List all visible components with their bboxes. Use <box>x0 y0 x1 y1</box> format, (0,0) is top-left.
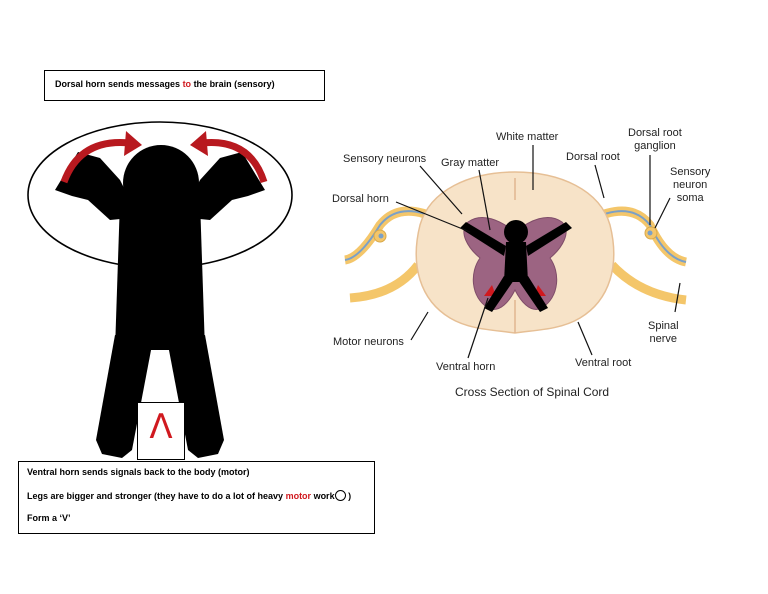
right-arm <box>188 152 265 220</box>
label-spinal-nerve: Spinal nerve <box>648 320 679 345</box>
label-sensory-neurons: Sensory neurons <box>343 153 427 165</box>
right-curved-arrow <box>201 138 268 184</box>
left-leg <box>96 335 152 458</box>
label-dorsal-root: Dorsal root <box>566 151 620 163</box>
ventral-note-line2: Legs are bigger and stronger (they have … <box>27 490 352 501</box>
ventral-note-line3: Form a ‘V’ <box>27 513 71 523</box>
label-dorsal-horn: Dorsal horn <box>332 193 389 205</box>
left-curved-arrow <box>60 138 131 184</box>
label-white-matter: White matter <box>496 131 559 143</box>
right-arrowhead <box>190 131 208 156</box>
left-arrowhead <box>124 131 142 156</box>
label-motor-neurons: Motor neurons <box>333 336 404 348</box>
v-symbol-box: Λ <box>137 402 185 460</box>
motor-highlight: motor <box>285 491 312 501</box>
label-dorsal-root-ganglion: Dorsal root ganglion <box>628 127 682 152</box>
overlay-stick-figure <box>460 220 572 312</box>
v-symbol: Λ <box>149 407 173 447</box>
label-ventral-horn: Ventral horn <box>436 361 496 373</box>
note-text: Dorsal horn sends messages <box>55 79 183 89</box>
label-sensory-neuron-soma: Sensory neuron soma <box>670 166 711 204</box>
ventral-horn-note: Ventral horn sends signals back to the b… <box>18 461 375 534</box>
diagram-caption: Cross Section of Spinal Cord <box>455 385 610 399</box>
note-text-end: the brain (sensory) <box>191 79 275 89</box>
right-leg <box>168 335 224 458</box>
dorsal-horn-note: Dorsal horn sends messages to the brain … <box>44 70 325 101</box>
label-leaders <box>395 145 681 359</box>
note-highlight: to <box>182 79 192 89</box>
label-gray-matter: Gray matter <box>441 157 500 169</box>
smiley-icon <box>334 490 346 501</box>
ventral-note-line1: Ventral horn sends signals back to the b… <box>27 467 250 477</box>
label-ventral-root: Ventral root <box>575 357 632 369</box>
figure-torso <box>115 200 205 350</box>
